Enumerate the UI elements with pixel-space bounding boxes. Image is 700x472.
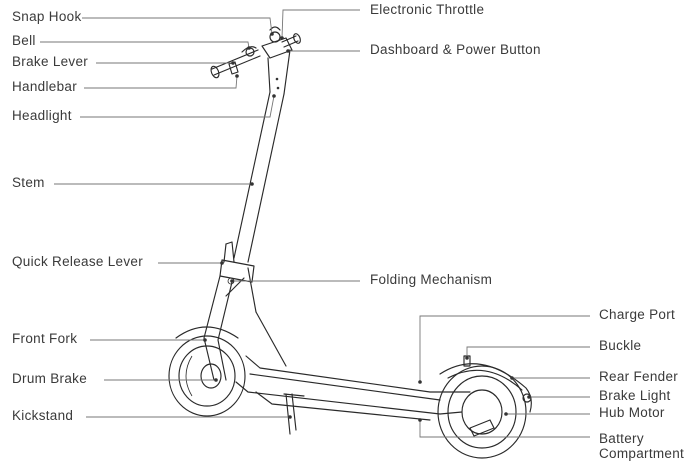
label-hub-motor: Hub Motor [599, 405, 665, 420]
scooter-illustration [168, 26, 532, 459]
label-kickstand: Kickstand [12, 408, 74, 423]
label-snap-hook: Snap Hook [12, 9, 82, 24]
label-buckle: Buckle [599, 338, 642, 353]
label-brake-lever: Brake Lever [12, 54, 89, 69]
label-electronic-throttle: Electronic Throttle [370, 2, 485, 17]
label-stem: Stem [12, 175, 45, 190]
front-wheel-drawing [168, 326, 246, 417]
label-brake-light: Brake Light [599, 388, 671, 403]
front-fork-drawing [203, 275, 233, 381]
label-handlebar: Handlebar [12, 79, 77, 94]
handlebar-drawing [210, 33, 301, 79]
label-dashboard-power-button: Dashboard & Power Button [370, 42, 541, 57]
label-rear-fender: Rear Fender [599, 369, 679, 384]
label-folding-mechanism: Folding Mechanism [370, 272, 493, 287]
label-headlight: Headlight [12, 108, 72, 123]
deck-drawing [235, 311, 471, 421]
label-bell: Bell [12, 33, 36, 48]
stem-drawing [233, 91, 285, 263]
rear-wheel-drawing [437, 355, 532, 459]
label-front-fork: Front Fork [12, 331, 78, 346]
leader-lines [40, 9, 590, 438]
label-drum-brake: Drum Brake [12, 371, 88, 386]
label-quick-release-lever: Quick Release Lever [12, 254, 144, 269]
head-block-drawing [261, 37, 293, 95]
label-charge-port: Charge Port [599, 307, 676, 322]
label-battery-compartment: Battery Compartment [599, 431, 685, 461]
kickstand-drawing [283, 393, 305, 435]
